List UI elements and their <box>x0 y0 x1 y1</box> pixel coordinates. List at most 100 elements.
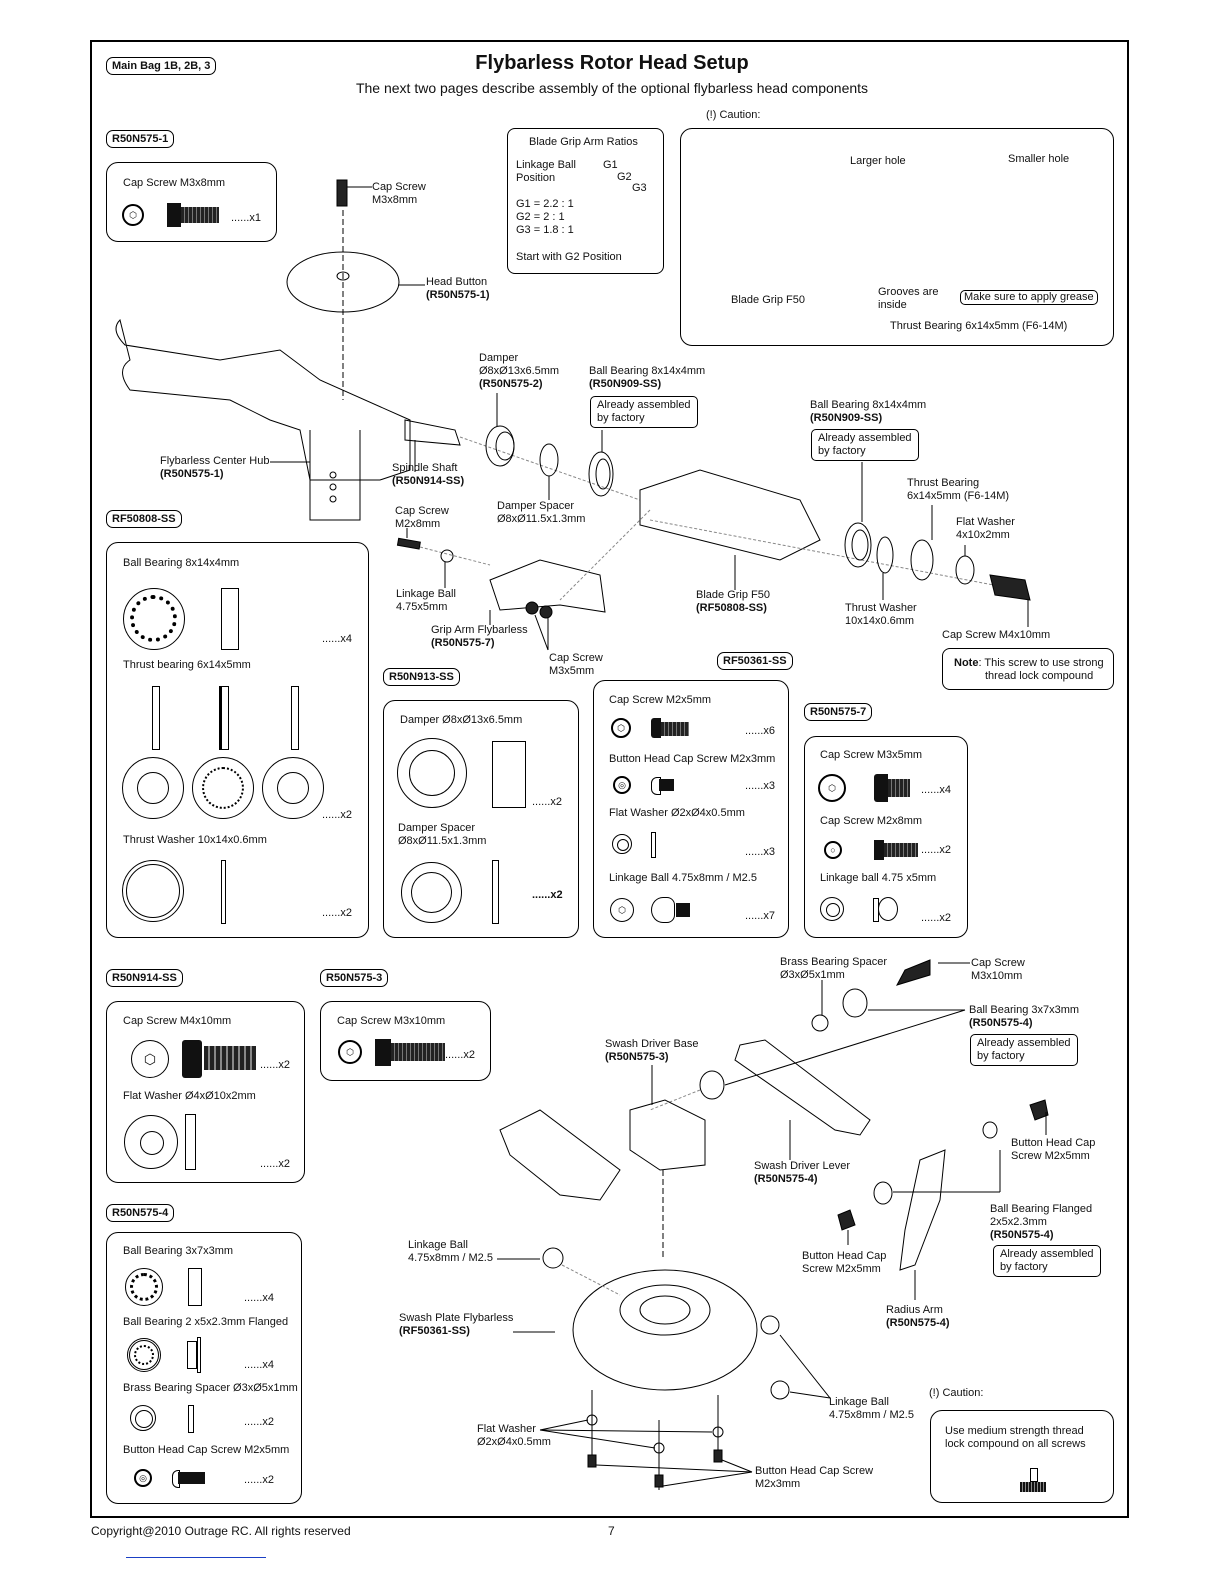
hex-head-icon: ⬡ <box>818 774 846 802</box>
callout-code: (R50N575-3) <box>605 1051 669 1063</box>
callout-code: (R50N575-4) <box>990 1229 1054 1241</box>
callout-line: Ball Bearing 3x7x3mm <box>969 1004 1080 1016</box>
ratios-title: Blade Grip Arm Ratios <box>529 136 638 148</box>
page-subtitle: The next two pages describe assembly of … <box>355 80 869 96</box>
bearing-side-icon <box>221 588 239 650</box>
part-name: Cap Screw M2x5mm <box>609 694 712 706</box>
callout-line: Head Button <box>426 276 488 288</box>
screw-thread-icon <box>178 1472 205 1484</box>
smaller-hole-label: Smaller hole <box>1008 153 1070 165</box>
callout-line: Spindle Shaft <box>392 462 458 474</box>
callout-line: Cap Screw <box>549 652 603 664</box>
part-name: Cap Screw M2x8mm <box>820 815 923 827</box>
part-name: Damper Spacer Ø8xØ11.5x1.3mm <box>398 822 487 847</box>
bag-box-r50n575-1 <box>106 162 277 242</box>
callout-line: Swash Plate Flybarless <box>399 1312 514 1324</box>
part-qty: ......x4 <box>244 1359 274 1371</box>
linkage-ball-top-icon: ⬡ <box>610 898 634 922</box>
screw-thread-icon <box>661 722 689 736</box>
ratio-g3: G3 = 1.8 : 1 <box>516 224 574 236</box>
part-name: Cap Screw M3x10mm <box>337 1015 446 1027</box>
thrust-race-icon <box>262 757 324 819</box>
spacer-side-icon <box>188 1405 194 1433</box>
part-qty: ......x2 <box>532 796 562 808</box>
page-title: Flybarless Rotor Head Setup <box>475 52 749 74</box>
hex-head-icon: ⬡ <box>338 1040 362 1064</box>
damper-spacer-side-icon <box>492 860 499 924</box>
washer-icon <box>612 834 632 854</box>
note-line: : This screw to use strong <box>978 657 1104 669</box>
caution-top-label: (!) Caution: <box>706 109 761 121</box>
callout-line: Flat Washer <box>956 516 1015 528</box>
callout-line: Ball Bearing Flanged <box>990 1203 1093 1215</box>
callout-code: (R50N575-7) <box>431 637 495 649</box>
part-qty: ......x6 <box>745 725 775 737</box>
part-name: Linkage ball 4.75 x5mm <box>820 872 937 884</box>
callout-code: (RF50361-SS) <box>399 1325 470 1337</box>
thrust-race-side-icon <box>152 686 160 750</box>
copyright: Copyright@2010 Outrage RC. All rights re… <box>91 1524 351 1538</box>
screw-thread-icon <box>181 207 219 223</box>
blade-grip-ratios-box <box>507 128 664 274</box>
screw-thread-icon <box>884 843 918 857</box>
part-name: Cap Screw M3x5mm <box>820 749 923 761</box>
note-line: Already assembled <box>977 1037 1071 1049</box>
note-line: Already assembled <box>1000 1248 1094 1260</box>
callout-ball-bearing-2: Ball Bearing 8x14x4mm(R50N909-SS) <box>810 399 926 425</box>
callout-code: (R50N575-4) <box>969 1017 1033 1029</box>
callout-code: (R50N909-SS) <box>810 412 883 424</box>
screw-head-icon <box>182 1040 202 1078</box>
button-head-icon: ◎ <box>613 776 631 794</box>
callout-line: 6x14x5mm (F6-14M) <box>907 490 1010 502</box>
bag-tag-r50n914-ss: R50N914-SS <box>106 969 183 987</box>
ratio-g2: G2 = 2 : 1 <box>516 211 565 223</box>
callout-line: Radius Arm <box>886 1304 943 1316</box>
bag-tag: Main Bag 1B, 2B, 3 <box>106 57 217 75</box>
callout-code: (R50N575-1) <box>160 468 224 480</box>
part-name: Button Head Cap Screw M2x3mm <box>609 753 776 765</box>
callout-line: Brass Bearing Spacer <box>780 956 887 968</box>
part-qty: ......x1 <box>231 212 261 224</box>
larger-hole-label: Larger hole <box>850 155 906 167</box>
callout-line: Linkage Ball <box>396 588 456 600</box>
caution-thrust-bearing-label: Thrust Bearing 6x14x5mm (F6-14M) <box>890 320 1068 332</box>
grooves-label: Grooves are inside <box>878 286 939 311</box>
bearing-icon <box>123 588 185 650</box>
callout-swash-driver-lever: Swash Driver Lever(R50N575-4) <box>754 1160 850 1186</box>
thrust-washer-side-icon <box>221 860 226 924</box>
screw-note-box <box>942 648 1114 690</box>
callout-blade-grip: Blade Grip F50(RF50808-SS) <box>696 589 770 615</box>
callout-line: Ø8xØ11.5x1.3mm <box>497 513 586 525</box>
part-name: Ball Bearing 3x7x3mm <box>123 1245 234 1257</box>
callout-head-button: Head Button(R50N575-1) <box>426 276 490 302</box>
callout-ball-bearing-3x7: Ball Bearing 3x7x3mm(R50N575-4) <box>969 1004 1079 1030</box>
grease-note: Make sure to apply grease <box>960 290 1098 305</box>
note-bold: Note <box>954 657 979 669</box>
hyperlink-underline[interactable] <box>126 1557 266 1558</box>
callout-line: Ø2xØ4x0.5mm <box>477 1436 551 1448</box>
note-line: Already assembled <box>818 432 912 444</box>
callout-line: Grip Arm Flybarless <box>431 624 528 636</box>
note-line: thread lock compound <box>985 670 1094 682</box>
part-name: Button Head Cap Screw M2x5mm <box>123 1444 290 1456</box>
part-qty: ......x7 <box>745 910 775 922</box>
thrust-race-side-icon <box>291 686 299 750</box>
screw-thread-icon <box>391 1043 445 1061</box>
callout-line: Screw M2x5mm <box>1011 1150 1090 1162</box>
screw-thread-icon <box>659 779 674 791</box>
note-line: by factory <box>1000 1261 1048 1273</box>
caution-line: Use medium strength thread <box>945 1425 1084 1437</box>
callout-line: Flybarless Center Hub <box>160 455 270 467</box>
part-qty: ......x2 <box>445 1049 475 1061</box>
callout-line: M2x8mm <box>395 518 441 530</box>
callout-swash-driver-base: Swash Driver Base(R50N575-3) <box>605 1038 699 1064</box>
part-qty: ......x3 <box>745 780 775 792</box>
callout-spindle-shaft: Spindle Shaft(R50N914-SS) <box>392 462 464 488</box>
